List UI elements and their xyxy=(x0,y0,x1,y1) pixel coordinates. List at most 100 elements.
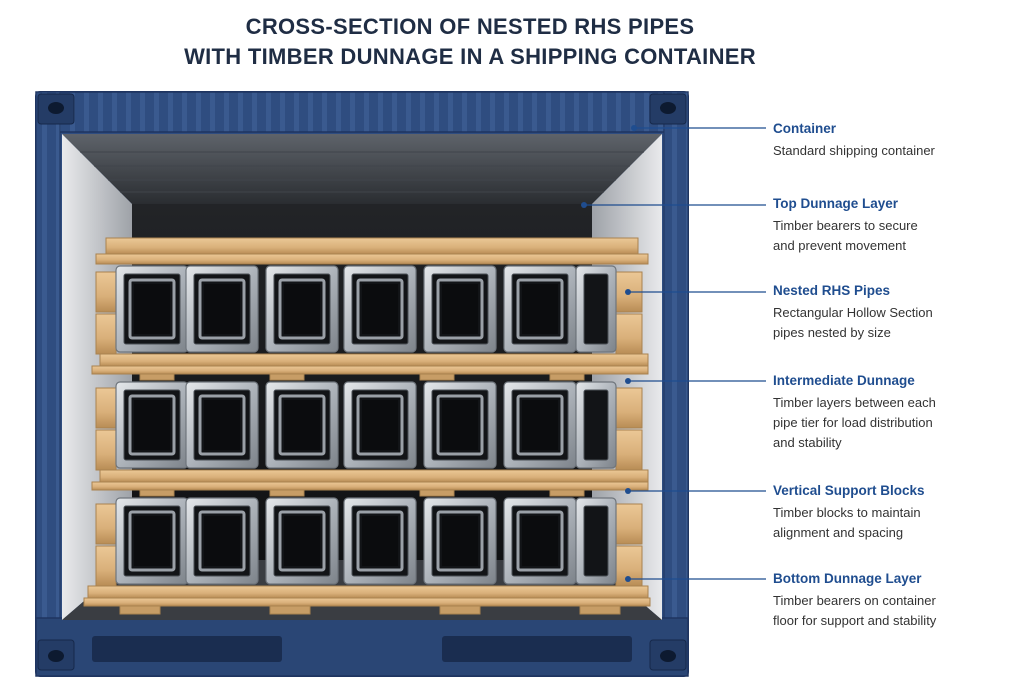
nested-rhs-pipe xyxy=(198,394,246,456)
nested-rhs-pipe xyxy=(128,510,176,572)
vertical-support-block xyxy=(95,503,117,545)
dunnage-spacer-block xyxy=(549,489,585,497)
vertical-support-block xyxy=(95,313,117,355)
rhs-pipe xyxy=(503,497,577,585)
rhs-pipe xyxy=(503,381,577,469)
nested-rhs-pipe-inner xyxy=(204,400,240,450)
nested-rhs-pipe xyxy=(356,510,404,572)
rhs-pipe xyxy=(423,265,497,353)
label-heading: Nested RHS Pipes xyxy=(773,283,891,298)
leader-nested-rhs-dot xyxy=(625,289,631,295)
label-line: Standard shipping container xyxy=(773,143,935,158)
nested-rhs-pipe-inner xyxy=(362,400,398,450)
rhs-pipe xyxy=(185,381,259,469)
label-heading: Bottom Dunnage Layer xyxy=(773,571,922,586)
rhs-pipe xyxy=(265,265,339,353)
nested-rhs-pipe xyxy=(516,510,564,572)
dunnage-spacer-block xyxy=(439,605,481,615)
diagram-title-line2: WITH TIMBER DUNNAGE IN A SHIPPING CONTAI… xyxy=(184,44,756,69)
label-line: Rectangular Hollow Section xyxy=(773,305,933,320)
dunnage-spacer-block xyxy=(269,605,311,615)
rhs-pipe-inner xyxy=(583,505,609,577)
label-heading: Container xyxy=(773,121,837,136)
label-description: Rectangular Hollow Section pipes nested … xyxy=(773,303,1013,343)
nested-rhs-pipe-inner xyxy=(134,284,170,334)
label-top-dunnage: Top Dunnage Layer Timber bearers to secu… xyxy=(773,195,1013,256)
nested-rhs-pipe xyxy=(436,510,484,572)
nested-rhs-pipe xyxy=(278,394,326,456)
label-leaders xyxy=(581,125,766,582)
nested-rhs-pipe xyxy=(356,278,404,340)
rhs-pipe xyxy=(265,381,339,469)
nested-rhs-pipe xyxy=(356,394,404,456)
label-vertical-blocks: Vertical Support Blocks Timber blocks to… xyxy=(773,482,1013,543)
rhs-pipe xyxy=(575,381,617,469)
nested-rhs-pipe-inner xyxy=(204,284,240,334)
rhs-pipe xyxy=(185,497,259,585)
nested-rhs-pipe-inner xyxy=(522,400,558,450)
rhs-pipe xyxy=(343,497,417,585)
vertical-support-block xyxy=(95,545,117,587)
dunnage-spacer-block xyxy=(119,605,161,615)
label-description: Timber bearers to secure and prevent mov… xyxy=(773,216,1013,256)
label-line: Timber bearers to secure xyxy=(773,218,918,233)
vertical-support-block xyxy=(95,429,117,471)
vertical-support-block xyxy=(615,387,643,429)
label-line: Timber blocks to maintain xyxy=(773,505,921,520)
nested-rhs-pipe-inner xyxy=(522,284,558,334)
label-line: and prevent movement xyxy=(773,238,906,253)
dunnage-spacer-block xyxy=(139,373,175,381)
nested-rhs-pipe xyxy=(516,394,564,456)
nested-rhs-pipe xyxy=(436,394,484,456)
label-heading: Top Dunnage Layer xyxy=(773,196,899,211)
vertical-support-block xyxy=(95,387,117,429)
intermediate-dunnage-board xyxy=(99,469,649,483)
nested-rhs-pipe xyxy=(198,510,246,572)
rhs-pipe xyxy=(423,381,497,469)
rhs-pipe xyxy=(423,497,497,585)
pipe-stack xyxy=(83,237,651,615)
rhs-pipe xyxy=(115,265,189,353)
rhs-pipe xyxy=(575,497,617,585)
bottom-dunnage-board xyxy=(87,585,649,599)
nested-rhs-pipe xyxy=(198,278,246,340)
vertical-support-block xyxy=(615,429,643,471)
dunnage-spacer-block xyxy=(579,605,621,615)
label-heading: Vertical Support Blocks xyxy=(773,483,925,498)
nested-rhs-pipe-inner xyxy=(284,516,320,566)
nested-rhs-pipe-inner xyxy=(362,516,398,566)
label-description: Timber bearers on container floor for su… xyxy=(773,591,1013,631)
nested-rhs-pipe-inner xyxy=(362,284,398,334)
label-description: Timber layers between each pipe tier for… xyxy=(773,393,1013,453)
nested-rhs-pipe-inner xyxy=(442,400,478,450)
nested-rhs-pipe xyxy=(128,394,176,456)
label-nested-rhs: Nested RHS Pipes Rectangular Hollow Sect… xyxy=(773,282,1013,343)
nested-rhs-pipe-inner xyxy=(204,516,240,566)
leader-intermediate-dunnage-dot xyxy=(625,378,631,384)
rhs-pipe xyxy=(265,497,339,585)
leader-vertical-blocks-dot xyxy=(625,488,631,494)
label-description: Timber blocks to maintain alignment and … xyxy=(773,503,1013,543)
leader-container-dot xyxy=(631,125,637,131)
dunnage-spacer-block xyxy=(419,489,455,497)
label-line: and stability xyxy=(773,435,842,450)
rhs-pipe xyxy=(343,265,417,353)
rhs-pipe-inner xyxy=(583,273,609,345)
nested-rhs-pipe xyxy=(278,510,326,572)
intermediate-dunnage-board xyxy=(91,481,649,491)
intermediate-dunnage-board xyxy=(91,365,649,375)
nested-rhs-pipe-inner xyxy=(442,284,478,334)
rhs-pipe xyxy=(575,265,617,353)
nested-rhs-pipe-inner xyxy=(284,284,320,334)
label-line: pipe tier for load distribution xyxy=(773,415,933,430)
nested-rhs-pipe xyxy=(278,278,326,340)
nested-rhs-pipe-inner xyxy=(134,516,170,566)
label-line: floor for support and stability xyxy=(773,613,937,628)
label-line: Timber layers between each xyxy=(773,395,936,410)
label-bottom-dunnage: Bottom Dunnage Layer Timber bearers on c… xyxy=(773,570,1013,631)
label-intermediate-dunnage: Intermediate Dunnage Timber layers betwe… xyxy=(773,372,1013,453)
nested-rhs-pipe xyxy=(436,278,484,340)
rhs-pipe xyxy=(115,381,189,469)
top-dunnage-board xyxy=(95,253,649,265)
